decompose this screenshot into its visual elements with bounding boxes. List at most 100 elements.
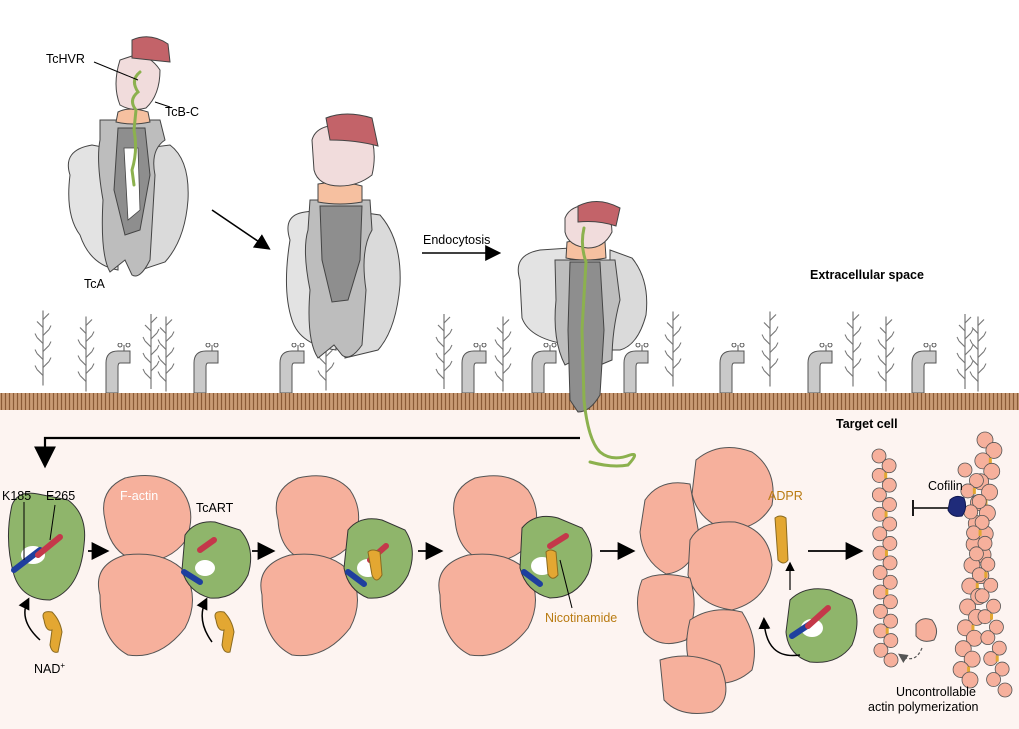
- actin-subunit: [883, 633, 899, 648]
- actin-subunit: [881, 458, 897, 474]
- adpr-mark: [990, 613, 993, 620]
- actin-subunit: [983, 577, 999, 593]
- adpr-mark: [967, 666, 971, 673]
- tcart-docked: [181, 521, 252, 599]
- actin-subunit: [985, 442, 1003, 459]
- actin-subunit: [977, 535, 993, 551]
- adpr-mark: [984, 571, 988, 578]
- actin-subunit: [974, 588, 990, 604]
- arrow-nad-in-2: [196, 597, 213, 643]
- actin-subunit: [882, 516, 898, 532]
- adpr-mark: [978, 529, 982, 536]
- actin-subunit: [960, 483, 976, 499]
- actin-subunit: [974, 514, 990, 530]
- adpr-mark: [975, 583, 979, 590]
- label-e265: E265: [46, 489, 75, 503]
- cell-membrane: [0, 393, 1019, 410]
- actin-subunit: [881, 477, 897, 493]
- nad-molecule: [42, 611, 63, 653]
- adpr-mark: [884, 472, 888, 479]
- label-nad: NAD+: [34, 661, 65, 676]
- actin-subunit: [871, 448, 887, 464]
- adpr-mark: [988, 457, 992, 464]
- nicotinamide-pointer: [559, 559, 573, 609]
- actin-subunit: [882, 574, 898, 590]
- actin-subunit: [872, 565, 888, 580]
- arrow-step-1: [211, 209, 271, 250]
- nad-molecule-2: [214, 611, 235, 653]
- adpr-mark: [885, 627, 889, 634]
- actin-subunit: [957, 462, 973, 478]
- actin-dimer-2: [260, 475, 360, 657]
- actin-dimer-1: [98, 475, 193, 657]
- actin-cluster-modified: [637, 447, 789, 714]
- actin-subunit: [873, 604, 888, 619]
- cofilin-protein: [947, 495, 967, 517]
- label-tchvr: TcHVR: [46, 52, 85, 66]
- toxin-complex-pore: [517, 201, 648, 468]
- label-cofilin: Cofilin: [928, 479, 963, 493]
- actin-filament-1: [871, 448, 899, 668]
- actin-subunit: [882, 555, 898, 571]
- actin-subunit: [971, 494, 987, 509]
- actin-dimer-3: [438, 475, 538, 657]
- arrow-tcart-recycle: [758, 617, 801, 657]
- label-target-cell: Target cell: [836, 417, 898, 431]
- tcart-released: [785, 588, 858, 663]
- actin-subunit: [883, 594, 898, 610]
- actin-subunit: [980, 556, 996, 572]
- actin-subunit: [871, 487, 887, 503]
- label-uncontrollable: Uncontrollable: [896, 685, 976, 699]
- actin-subunit: [997, 682, 1013, 698]
- tcart-cleaving: [519, 515, 593, 599]
- actin-subunit: [963, 650, 981, 668]
- toxin-complex-prepore: [67, 36, 189, 277]
- actin-subunit: [872, 526, 888, 542]
- arrow-nad-in: [18, 597, 41, 641]
- actin-subunit: [969, 546, 984, 562]
- actin-filament-3: [957, 462, 1013, 698]
- membrane-glycans: [34, 309, 987, 393]
- actin-subunit: [966, 525, 981, 541]
- label-extracellular-space: Extracellular space: [810, 268, 924, 282]
- actin-subunit: [980, 630, 996, 646]
- actin-subunit: [882, 497, 897, 512]
- label-nicotinamide: Nicotinamide: [545, 611, 617, 625]
- tcart-nad-bound: [343, 518, 413, 599]
- actin-subunit: [969, 473, 984, 488]
- actin-subunit: [983, 651, 999, 666]
- toxin-complex-bound: [285, 113, 401, 359]
- adpr-mark: [884, 550, 888, 557]
- label-actin-polymerization: actin polymerization: [868, 700, 979, 714]
- actin-subunit: [961, 671, 979, 689]
- actin-subunit: [986, 598, 1001, 614]
- actin-subunit: [989, 619, 1004, 635]
- label-tca: TcA: [84, 277, 106, 291]
- adpr-mark: [972, 487, 976, 494]
- actin-subunit: [873, 642, 889, 658]
- actin-subunit: [971, 567, 987, 583]
- adpr-mark: [971, 624, 975, 631]
- actin-subunit: [883, 613, 899, 629]
- arrow-monomer-incorporation: [898, 647, 923, 663]
- actin-subunit: [977, 609, 993, 625]
- actin-subunit: [883, 652, 899, 668]
- actin-subunit: [882, 536, 898, 551]
- label-endocytosis: Endocytosis: [423, 233, 490, 247]
- actin-subunit: [994, 661, 1010, 677]
- actin-subunit: [991, 640, 1007, 656]
- label-tcbc: TcB-C: [165, 105, 199, 119]
- actin-subunit: [986, 672, 1001, 687]
- arrow-release-tcart: [34, 436, 580, 469]
- adpr-mark: [885, 589, 889, 595]
- label-k185: K185: [2, 489, 31, 503]
- actin-subunit: [981, 483, 998, 501]
- tcart-free: [7, 492, 86, 601]
- membrane-receptors: [105, 343, 937, 393]
- label-f-actin: F-actin: [120, 489, 158, 503]
- adpr-mark: [995, 655, 999, 662]
- actin-subunit: [983, 462, 1001, 480]
- free-actin-monomer: [915, 618, 938, 642]
- label-adpr: ADPR: [768, 489, 803, 503]
